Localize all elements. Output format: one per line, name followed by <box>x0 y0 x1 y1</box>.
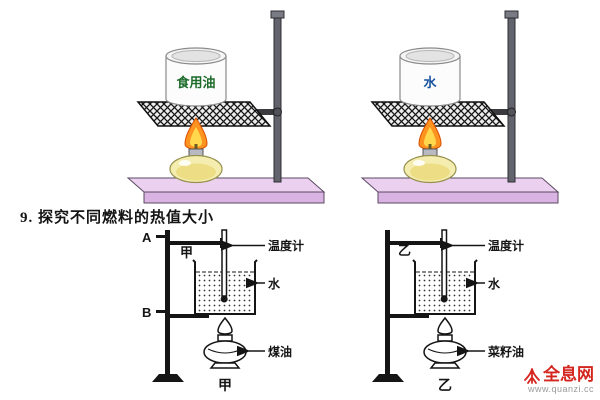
annotation-fuel: 煤油 <box>237 344 292 359</box>
svg-text:水: 水 <box>268 276 281 291</box>
svg-text:温度计: 温度计 <box>268 238 304 253</box>
annotation-thermometer: 温度计 <box>221 238 304 253</box>
crossbar-top <box>165 241 225 245</box>
alcohol-lamp <box>169 144 223 184</box>
stand-base <box>360 177 560 204</box>
diagram-yi-rapeseed-oil: 乙 温度计 水 菜籽油 乙 <box>372 229 524 393</box>
stand-rod <box>372 230 404 382</box>
svg-text:煤油: 煤油 <box>268 344 292 359</box>
diagram-jia-kerosene: A B 甲 温度计 <box>142 229 304 393</box>
thermometer <box>220 229 228 303</box>
diagram-caption: 甲 <box>218 377 232 393</box>
marker-A: A <box>142 230 170 245</box>
crossbar-top <box>385 241 445 245</box>
stand-rod <box>270 10 285 183</box>
watermark-logo-icon <box>524 367 540 384</box>
annotation-water: 水 <box>466 276 501 291</box>
vessel-can: 水 <box>399 47 461 107</box>
diagram-top-label: 乙 <box>398 243 411 258</box>
annotation-thermometer: 温度计 <box>441 238 524 253</box>
crossbar-bottom <box>165 314 209 318</box>
vessel-label: 水 <box>423 75 437 90</box>
apparatus-illustration-oil: 食用油 <box>126 10 326 204</box>
crossbar-bottom <box>385 314 429 318</box>
watermark: 全息网 www.quanzi.cc <box>524 366 594 395</box>
svg-text:温度计: 温度计 <box>488 238 524 253</box>
stand-rod <box>504 10 519 183</box>
annotation-fuel: 菜籽油 <box>457 344 524 359</box>
apparatus-illustration-water: 水 <box>360 10 560 204</box>
section-title: 9. 探究不同燃料的热值大小 <box>20 210 215 226</box>
vessel-label: 食用油 <box>176 75 215 90</box>
thermometer <box>440 229 448 303</box>
svg-text:B: B <box>142 305 151 320</box>
alcohol-lamp <box>423 316 467 369</box>
svg-text:A: A <box>142 230 152 245</box>
stand-base <box>126 177 326 204</box>
vessel-can: 食用油 <box>165 47 227 107</box>
marker-B: B <box>142 305 170 320</box>
svg-text:菜籽油: 菜籽油 <box>487 344 524 359</box>
diagram-caption: 乙 <box>438 377 452 393</box>
watermark-url: www.quanzi.cc <box>527 384 594 395</box>
diagram-top-label: 甲 <box>180 245 193 260</box>
stand-rod <box>152 230 184 382</box>
alcohol-lamp <box>203 316 247 369</box>
alcohol-lamp <box>403 144 457 184</box>
annotation-water: 水 <box>246 276 281 291</box>
svg-text:水: 水 <box>488 276 501 291</box>
watermark-brand: 全息网 <box>543 365 594 385</box>
